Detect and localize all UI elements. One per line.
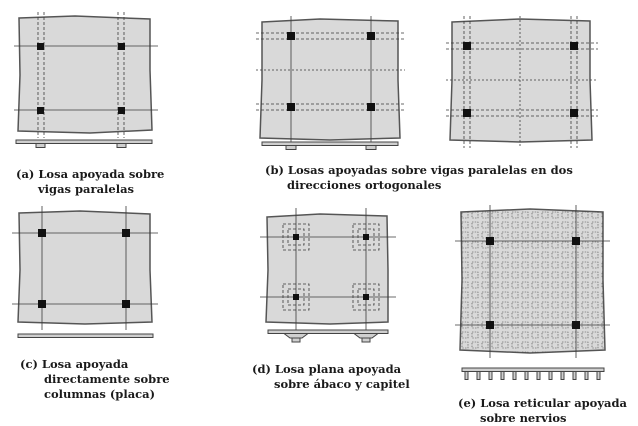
columns-b2 — [463, 42, 578, 117]
caption-e-line1: (e) Losa reticular apoyada — [458, 396, 627, 410]
caption-c-line2: directamente sobre — [44, 372, 170, 386]
panel-c-flat-plate — [12, 206, 158, 338]
caption-e: (e) Losa reticular apoyada sobre nervios — [458, 396, 627, 426]
caption-a: (a) Losa apoyada sobre vigas paralelas — [16, 167, 164, 197]
caption-a-line1: (a) Losa apoyada sobre — [16, 167, 165, 181]
caption-a-line2: vigas paralelas — [38, 182, 135, 196]
panel-a-slab-on-parallel-beams — [14, 12, 158, 148]
column-lines-e — [455, 205, 610, 358]
columns-c — [38, 229, 130, 308]
section-b1 — [261, 141, 399, 150]
drop-panels-d — [282, 223, 380, 311]
caption-c: (c) Losa apoyada directamente sobre colu… — [20, 357, 170, 402]
section-a — [15, 139, 153, 148]
caption-b-line2: direcciones ortogonales — [287, 178, 442, 192]
columns-e — [486, 237, 580, 329]
section-e — [461, 367, 605, 380]
panel-d-flat-slab-drop-panel — [260, 208, 396, 343]
caption-b: (b) Losas apoyadas sobre vigas paralelas… — [265, 163, 573, 193]
slab-b2 — [449, 18, 593, 143]
slab-b1 — [259, 18, 401, 141]
section-c — [17, 333, 154, 338]
columns-b1 — [287, 32, 375, 111]
caption-e-line2: sobre nervios — [480, 411, 567, 425]
columns-d — [293, 234, 369, 300]
panel-b-slab-left — [256, 16, 405, 150]
caption-d: (d) Losa plana apoyada sobre ábaco y cap… — [252, 362, 410, 392]
columns-a — [37, 43, 125, 114]
section-d — [267, 329, 389, 343]
caption-d-line1: (d) Losa plana apoyada — [252, 362, 402, 376]
caption-b-line1: (b) Losas apoyadas sobre vigas paralelas… — [265, 163, 573, 177]
waffle-grid-e — [460, 209, 605, 353]
slab-d — [265, 213, 389, 325]
panel-b-slab-right — [446, 16, 598, 148]
caption-c-line1: (c) Losa apoyada — [20, 357, 129, 371]
caption-d-line2: sobre ábaco y capitel — [274, 377, 410, 391]
column-lines-c — [12, 206, 158, 330]
caption-c-line3: columnas (placa) — [44, 387, 156, 401]
panel-e-waffle-slab — [455, 205, 610, 380]
slab-c — [17, 210, 153, 325]
